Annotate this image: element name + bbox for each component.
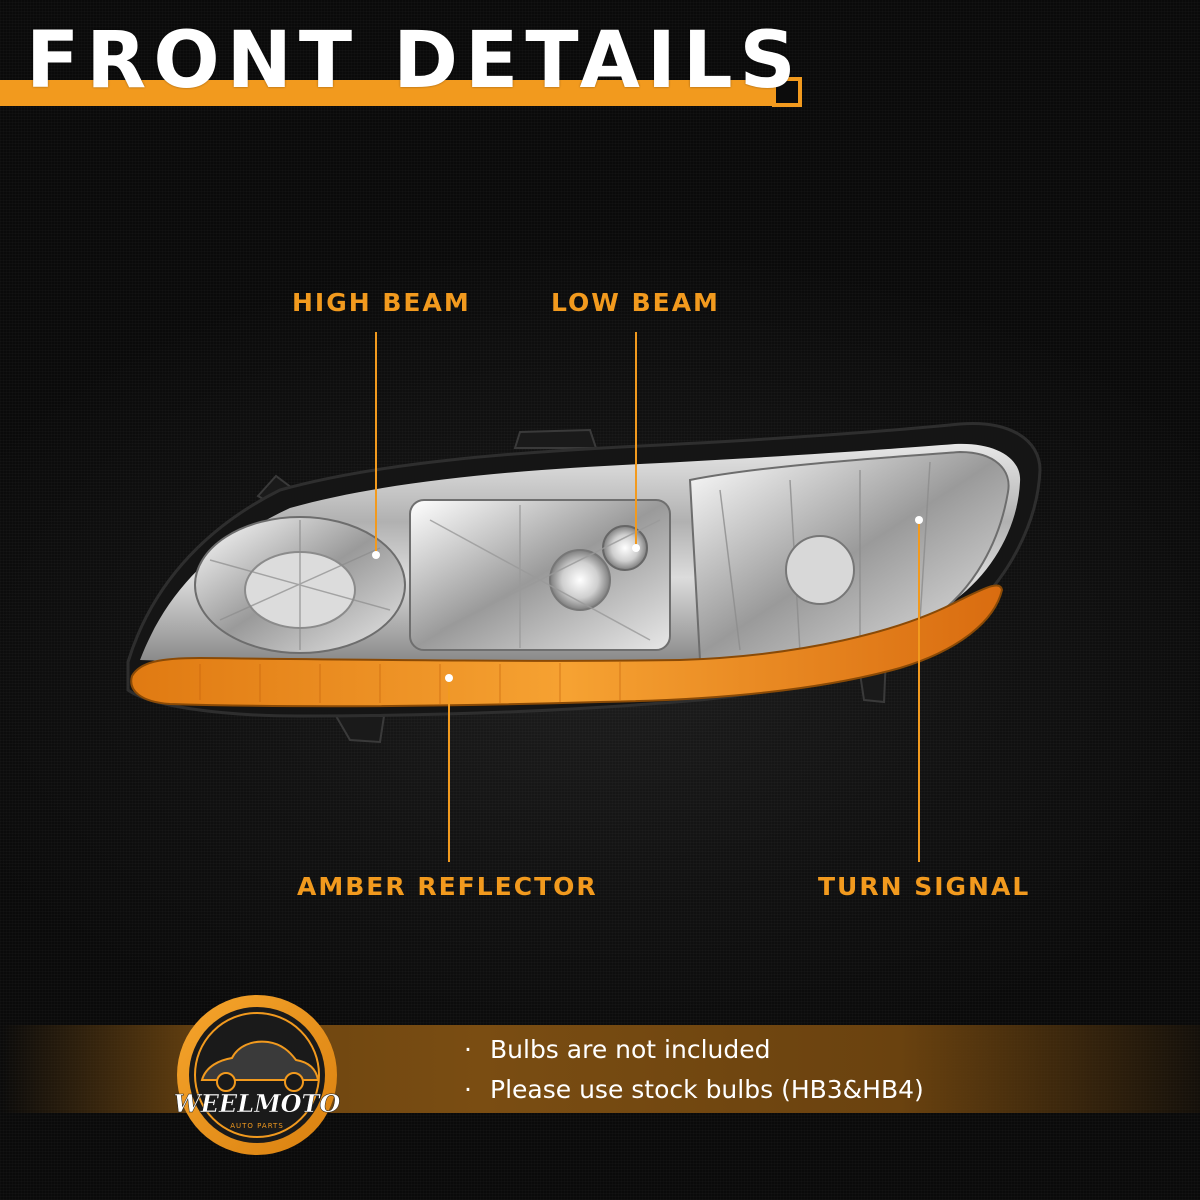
note-item: ·Please use stock bulbs (HB3&HB4) xyxy=(464,1075,924,1104)
page-title: FRONT DETAILS xyxy=(26,16,803,106)
low-beam-bulb xyxy=(602,525,648,571)
title-square-accent xyxy=(772,77,802,107)
label-turn-signal: TURN SIGNAL xyxy=(818,872,1031,901)
brand-logo: WEELMOTO AUTO PARTS xyxy=(173,995,341,1155)
label-low-beam: LOW BEAM xyxy=(551,288,720,317)
callout-lines xyxy=(375,332,920,862)
label-high-beam: HIGH BEAM xyxy=(292,288,471,317)
title-underline-bar xyxy=(0,80,790,106)
note-text: Please use stock bulbs (HB3&HB4) xyxy=(490,1075,924,1104)
car-icon xyxy=(200,1040,320,1092)
brand-tagline: AUTO PARTS xyxy=(230,1122,284,1130)
note-text: Bulbs are not included xyxy=(490,1035,771,1064)
notes-list: ·Bulbs are not included ·Please use stoc… xyxy=(464,1030,924,1110)
note-item: ·Bulbs are not included xyxy=(464,1035,771,1064)
brand-name: WEELMOTO xyxy=(174,1089,341,1118)
label-amber-reflector: AMBER REFLECTOR xyxy=(297,872,598,901)
amber-reflector-strip xyxy=(130,584,1004,708)
